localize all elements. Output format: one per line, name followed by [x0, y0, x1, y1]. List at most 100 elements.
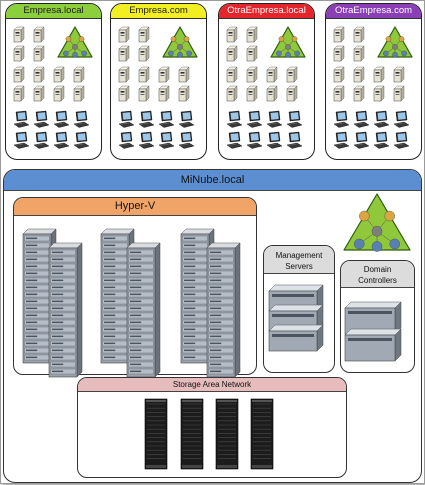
hyperv-cluster: Hyper-V — [13, 197, 257, 375]
workstation-icon — [138, 131, 155, 149]
tower-server-icon — [353, 26, 365, 43]
tower-server-icon — [353, 45, 365, 62]
workstation-icon — [73, 131, 90, 149]
active-directory-triangle-icon — [162, 26, 198, 58]
tower-server-icon — [138, 85, 150, 102]
tower-server-icon — [226, 85, 238, 102]
tower-server-icon — [333, 45, 345, 62]
tenant-assets — [333, 26, 413, 149]
tower-server-icon — [393, 66, 405, 83]
tower-server-icon — [246, 45, 258, 62]
workstation-icon — [266, 131, 283, 149]
tower-server-icon — [246, 26, 258, 43]
workstation-icon — [393, 110, 410, 128]
tower-server-icon — [393, 85, 405, 102]
management-title-line1: Management — [275, 251, 323, 260]
workstation-icon — [118, 131, 135, 149]
workstation-icon — [118, 110, 135, 128]
tenant-header: Empresa.local — [6, 4, 101, 19]
workstation-icon — [33, 131, 50, 149]
tenant-empresa-local: Empresa.local — [5, 3, 102, 160]
workstation-icon — [53, 110, 70, 128]
san-title: Storage Area Network — [78, 378, 346, 392]
workstation-icon — [353, 110, 370, 128]
active-directory-triangle-icon — [57, 26, 93, 58]
workstation-icon — [73, 110, 90, 128]
tower-server-icon — [333, 26, 345, 43]
tenant-header: OtraEmpresa.local — [219, 4, 314, 19]
workstation-icon — [373, 131, 390, 149]
tower-server-icon — [226, 45, 238, 62]
workstation-icon — [353, 131, 370, 149]
tower-server-icon — [73, 66, 85, 83]
management-title-line2: Servers — [285, 262, 313, 271]
workstation-icon — [138, 110, 155, 128]
tower-server-icon — [13, 45, 25, 62]
tower-server-icon — [333, 66, 345, 83]
tower-server-icon — [178, 85, 190, 102]
tower-server-icon — [13, 66, 25, 83]
cloud-title: MiNube.local — [4, 170, 421, 191]
workstation-icon — [333, 131, 350, 149]
active-directory-triangle-icon — [270, 26, 306, 58]
workstation-icon — [53, 131, 70, 149]
tower-server-icon — [33, 45, 45, 62]
tower-server-icon — [13, 85, 25, 102]
tower-server-icon — [266, 66, 278, 83]
tower-server-icon — [138, 45, 150, 62]
tower-server-icon — [333, 85, 345, 102]
workstation-icon — [13, 131, 30, 149]
workstation-icon — [246, 131, 263, 149]
tower-server-icon — [138, 26, 150, 43]
domain-controllers-title-line2: Controllers — [358, 276, 397, 285]
tenant-empresa-com: Empresa.com — [110, 3, 207, 160]
workstation-icon — [178, 131, 195, 149]
workstation-icon — [286, 131, 303, 149]
workstation-icon — [178, 110, 195, 128]
workstation-icon — [158, 131, 175, 149]
workstation-icon — [226, 110, 243, 128]
tower-server-icon — [73, 85, 85, 102]
tower-server-icon — [118, 45, 130, 62]
tower-server-icon — [53, 66, 65, 83]
tenant-assets — [226, 26, 306, 149]
tower-server-icon — [373, 85, 385, 102]
tower-server-icon — [286, 66, 298, 83]
active-directory-triangle-icon — [377, 26, 413, 58]
workstation-icon — [333, 110, 350, 128]
tower-server-icon — [226, 26, 238, 43]
tower-server-icon — [353, 66, 365, 83]
tower-server-icon — [286, 85, 298, 102]
tower-server-icon — [138, 66, 150, 83]
workstation-icon — [246, 110, 263, 128]
workstation-icon — [266, 110, 283, 128]
tenant-otraempresa-com: OtraEmpresa.com — [325, 3, 422, 160]
workstation-icon — [158, 110, 175, 128]
domain-controllers-group: Domain Controllers — [340, 260, 415, 373]
management-title: Management Servers — [264, 246, 334, 274]
tower-server-icon — [33, 85, 45, 102]
tower-server-icon — [118, 26, 130, 43]
workstation-icon — [13, 110, 30, 128]
tower-server-icon — [158, 66, 170, 83]
tenant-header: Empresa.com — [111, 4, 206, 19]
tower-server-icon — [353, 85, 365, 102]
tower-server-icon — [158, 85, 170, 102]
storage-area-network: Storage Area Network — [77, 377, 347, 478]
management-servers-group: Management Servers — [263, 245, 335, 373]
workstation-icon — [33, 110, 50, 128]
tower-server-icon — [226, 66, 238, 83]
workstation-icon — [393, 131, 410, 149]
tower-server-icon — [246, 66, 258, 83]
domain-controllers-title: Domain Controllers — [341, 261, 414, 288]
tower-server-icon — [246, 85, 258, 102]
tower-server-icon — [266, 85, 278, 102]
domain-controllers-title-line1: Domain — [363, 265, 392, 274]
tower-server-icon — [53, 85, 65, 102]
tower-server-icon — [33, 26, 45, 43]
workstation-icon — [286, 110, 303, 128]
tower-server-icon — [33, 66, 45, 83]
tenant-assets — [13, 26, 93, 149]
tower-server-icon — [118, 66, 130, 83]
